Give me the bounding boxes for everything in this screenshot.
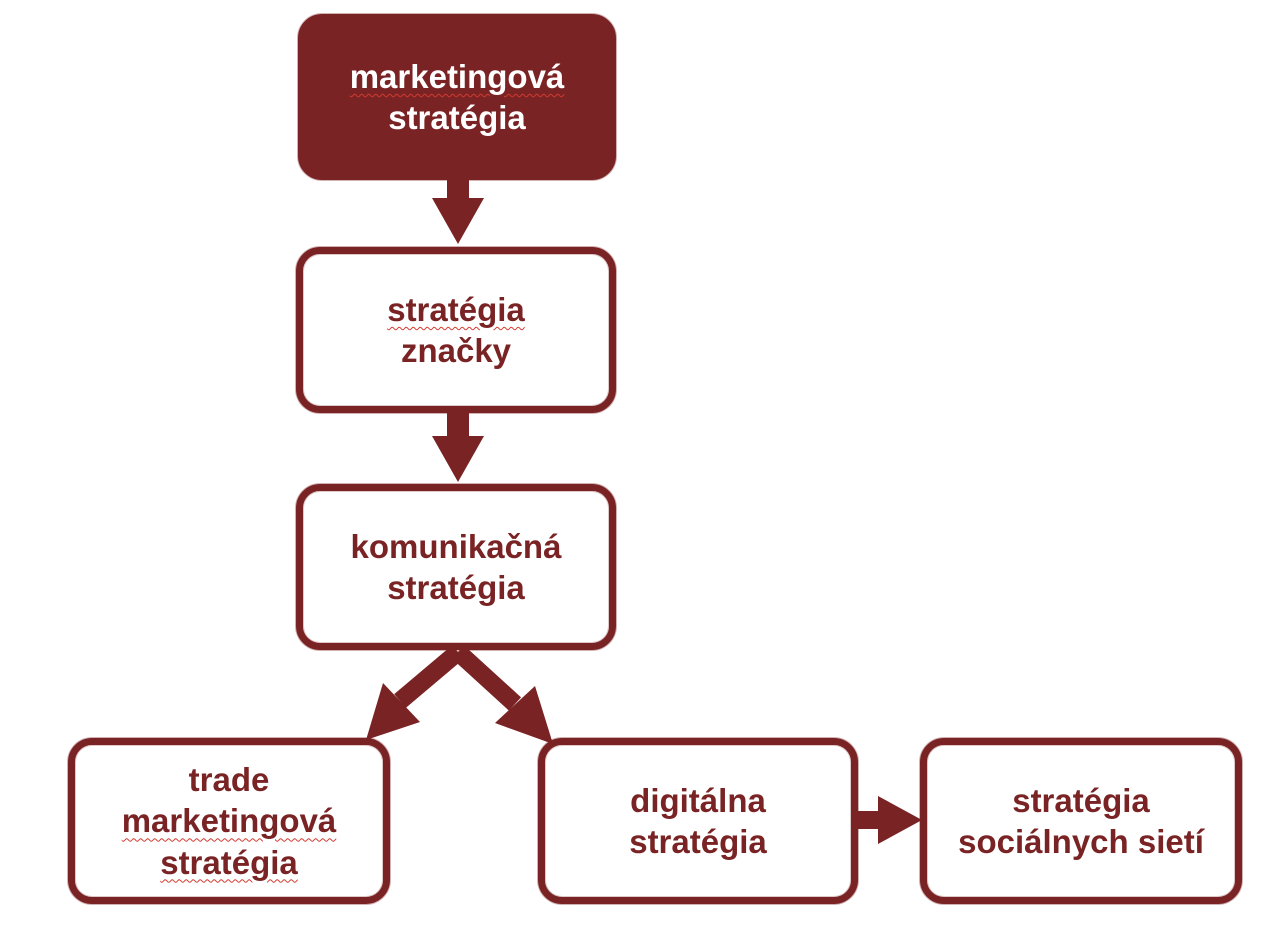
node-social-media-strategy-label: stratégia sociálnych sietí — [948, 780, 1214, 863]
node-brand-strategy: stratégia značky — [296, 247, 616, 413]
node-marketing-strategy: marketingová stratégia — [298, 14, 616, 180]
node-trade-marketing-strategy-label: trade marketingová stratégia — [112, 759, 347, 883]
node-marketing-strategy-line-2: stratégia — [388, 99, 526, 136]
node-brand-strategy-line-2: značky — [400, 332, 512, 369]
node-communication-strategy-line-2: stratégia — [387, 569, 525, 606]
node-marketing-strategy-line-1: marketingová — [349, 57, 565, 95]
node-marketing-strategy-label: marketingová stratégia — [340, 56, 575, 139]
node-trade-marketing-strategy-line-2: marketingová — [121, 802, 337, 840]
arrow-communication-to-digital — [451, 645, 553, 744]
arrow-communication-to-trade — [366, 645, 464, 740]
node-digital-strategy-label: digitálna stratégia — [619, 780, 777, 863]
node-digital-strategy-line-1: digitálna — [630, 781, 766, 819]
node-digital-strategy-line-2: stratégia — [629, 823, 767, 860]
node-brand-strategy-label: stratégia značky — [377, 289, 535, 372]
node-communication-strategy-label: komunikačná stratégia — [341, 526, 572, 609]
node-trade-marketing-strategy: trade marketingová stratégia — [68, 738, 390, 904]
node-social-media-strategy: stratégia sociálnych sietí — [920, 738, 1242, 904]
arrow-marketing-to-brand — [432, 178, 484, 244]
node-social-media-strategy-line-2: sociálnych sietí — [958, 823, 1204, 860]
node-social-media-strategy-line-1: stratégia — [1012, 781, 1150, 819]
node-communication-strategy: komunikačná stratégia — [296, 484, 616, 650]
node-trade-marketing-strategy-line-3: stratégia — [160, 843, 298, 881]
node-digital-strategy: digitálna stratégia — [538, 738, 858, 904]
node-communication-strategy-line-1: komunikačná — [350, 527, 562, 565]
arrow-brand-to-communication — [432, 412, 484, 482]
node-trade-marketing-strategy-line-1: trade — [188, 761, 270, 799]
node-brand-strategy-line-1: stratégia — [387, 290, 525, 328]
arrow-digital-to-social — [855, 796, 922, 844]
